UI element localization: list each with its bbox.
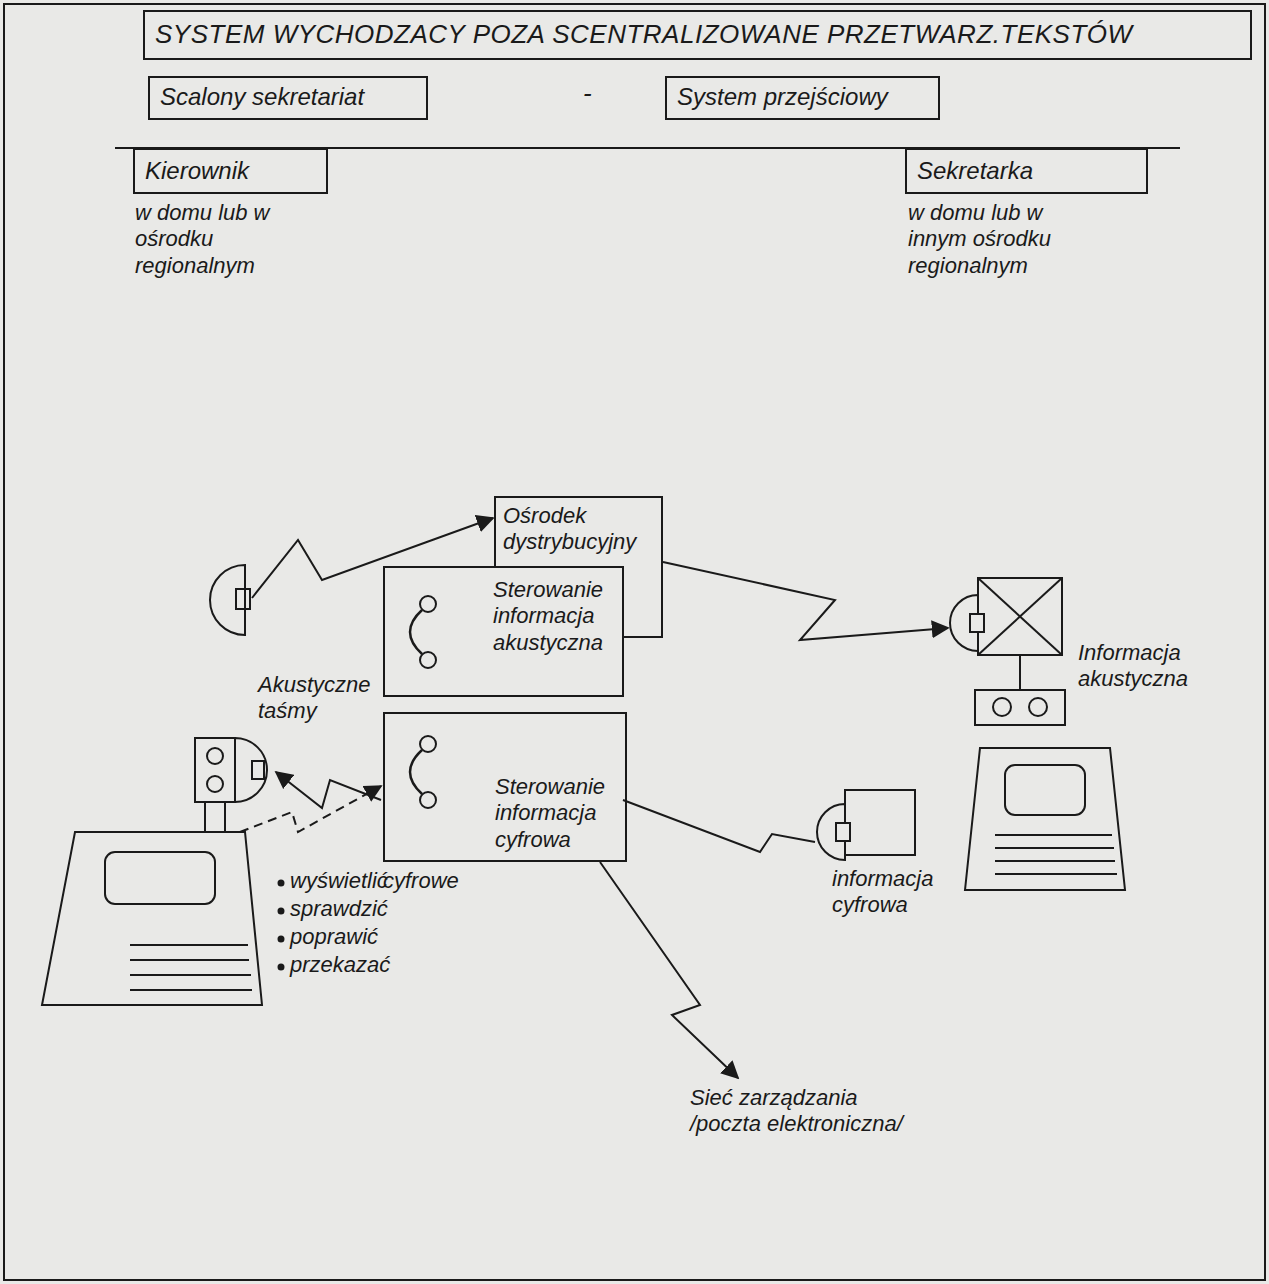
handset-earpiece [420,792,436,808]
keyboard-line [130,959,249,961]
keyboard-line [130,989,252,991]
handset-notch [970,614,984,632]
keyboard-line [995,873,1117,875]
keyboard-line [995,834,1112,836]
bullet-dot [279,937,284,942]
handset-symbol [235,738,267,802]
text-box: Kierownik [133,148,328,194]
tape-unit [195,738,235,802]
box-heading: Ośrodek dystrybucyjny [503,503,655,556]
text-box: Sterowanie informacja cyfrowa [383,712,627,862]
divider-line [115,147,1180,149]
dashed-transmission-arrow [240,786,381,832]
annotation-label: informacja cyfrowa [832,866,957,919]
box-outline [383,712,627,862]
box-outline [383,497,663,697]
title-box: SYSTEM WYCHODZACY POZA SCENTRALIZOWANE P… [143,10,1252,60]
box-heading: Sekretarka [917,157,1033,186]
tape-reel [993,698,1011,716]
terminal-stem [205,802,225,832]
page-frame [4,4,1265,1280]
keyboard-line [130,944,248,946]
keyboard-line [995,860,1115,862]
transmission-arrow [663,562,948,640]
diagram-title: SYSTEM WYCHODZACY POZA SCENTRALIZOWANE P… [155,19,1133,50]
digital-device [845,790,915,855]
handset-earpiece [420,652,436,668]
annotation-label: sprawdzić [290,896,388,922]
handset-notch [252,761,264,779]
handset-notch [236,589,250,609]
tape-reel [1029,698,1047,716]
annotation-label: cyfrowe [383,868,459,894]
box-heading: System przejściowy [677,83,888,112]
tape-unit [975,690,1065,725]
handset-earpiece [420,736,436,752]
handset-earpiece [420,596,436,612]
handset-notch [836,823,850,841]
annotation-label: Sieć zarządzania /poczta elektroniczna/ [690,1085,930,1138]
bullet-dot [279,881,284,886]
annotation-label: Akustyczne taśmy [258,672,378,725]
drawing [4,4,1265,1280]
terminal-body [42,832,262,1005]
box-cross [978,578,1062,655]
tape-reel [207,776,223,792]
bullet-dot [279,965,284,970]
text-box: Scalony sekretariat [148,76,428,120]
control-unit-outline [384,567,623,696]
annotation-label: w domu lub w ośrodku regionalnym [135,200,335,279]
handset-symbol [210,565,245,635]
keyboard-line [995,847,1114,849]
annotation-label: poprawić [290,924,378,950]
transmission-arrow [600,862,738,1078]
box-text: Sterowanie informacja akustyczna [493,577,619,656]
transmission-arrow [252,518,493,598]
handset-icon [410,750,422,794]
terminal-body [965,748,1125,890]
transcriber-box [978,578,1062,655]
terminal-screen [105,852,215,904]
tape-reel [207,748,223,764]
annotation-label: Informacja akustyczna [1078,640,1218,693]
transmission-arrow [276,772,381,808]
terminal-screen [1005,765,1085,815]
annotation-label: wyświetlić [290,868,388,894]
annotation-label: - [583,78,592,109]
distribution-center-box: Ośrodek dystrybucyjnySterowanie informac… [383,497,663,697]
box-heading: Kierownik [145,157,249,186]
handset-icon [410,610,422,654]
distribution-center-outline [495,497,662,637]
box-heading: Sterowanie informacja cyfrowa [495,774,619,853]
box-cross [978,578,1062,655]
bullet-dot [279,909,284,914]
connecting-line [1019,655,1021,690]
keyboard-line [130,974,251,976]
box-heading: Scalony sekretariat [160,83,364,112]
annotation-label: w domu lub w innym ośrodku regionalnym [908,200,1088,279]
transmission-line [623,800,815,852]
text-box: Sekretarka [905,148,1148,194]
text-box: System przejściowy [665,76,940,120]
annotation-label: przekazać [290,952,390,978]
